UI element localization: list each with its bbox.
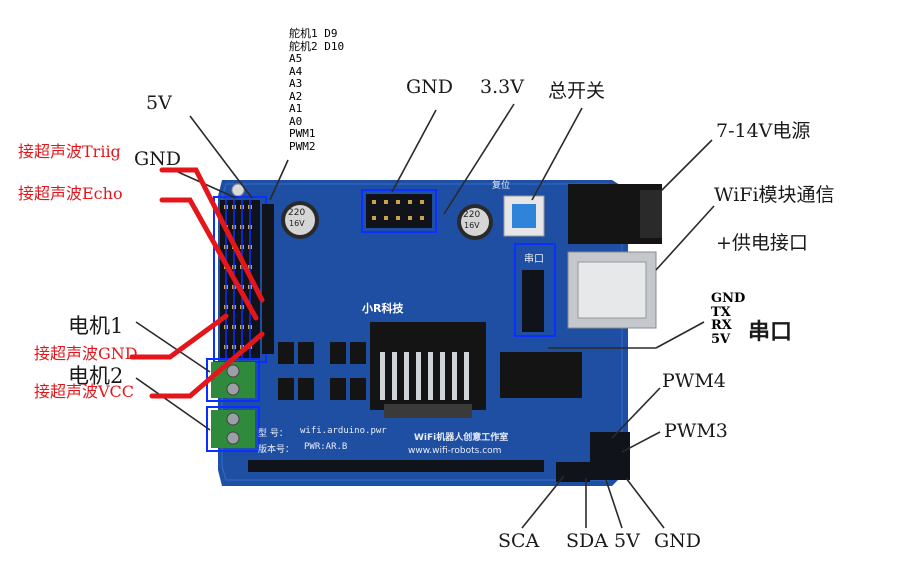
top-header bbox=[361, 189, 437, 233]
label-wifi-power: +供电接口 bbox=[716, 232, 808, 254]
logic-ic bbox=[500, 352, 582, 398]
board-url: www.wifi-robots.com bbox=[408, 446, 502, 456]
board-version-label: 版本号： bbox=[258, 445, 295, 455]
bottom-header-strip bbox=[248, 460, 544, 472]
board-model-value: wifi.arduino.pwr bbox=[300, 426, 387, 436]
driver-ic bbox=[370, 322, 486, 418]
board-studio: WiFi机器人创意工作室 bbox=[414, 433, 509, 443]
label-gnd-top: GND bbox=[406, 76, 454, 98]
capacitors bbox=[281, 201, 493, 240]
label-pwm1: PWM1 bbox=[289, 127, 316, 140]
board-brand: 小R科技 bbox=[362, 302, 404, 315]
label-ultrasonic-echo: 接超声波Echo bbox=[18, 184, 123, 203]
callout-lines bbox=[135, 103, 715, 529]
label-motor1: 电机1 bbox=[68, 314, 124, 338]
motor-terminals bbox=[206, 358, 260, 452]
board-version-value: PWR:AR.B bbox=[304, 442, 348, 452]
pin-list: 舵机1 D9 舵机2 D10 A5 A4 A3 A2 A1 A0 PWM1 PW… bbox=[289, 27, 345, 153]
reset-button-part bbox=[503, 195, 545, 237]
label-serial-tx: TX bbox=[711, 304, 731, 320]
label-ultrasonic-gnd: 接超声波GND bbox=[34, 344, 138, 363]
label-gnd-bottom: GND bbox=[654, 530, 702, 552]
label-pwm3: PWM3 bbox=[664, 420, 728, 442]
cap-value-right: 220 bbox=[463, 210, 481, 220]
label-wifi-comm: WiFi模块通信 bbox=[714, 184, 835, 206]
bottom-right-header bbox=[556, 432, 630, 482]
label-servo1: 舵机1 D9 bbox=[289, 27, 338, 40]
label-pwm2: PWM2 bbox=[289, 139, 316, 153]
label-a0: A0 bbox=[289, 114, 303, 128]
usb-connector bbox=[567, 251, 657, 329]
serial-header bbox=[514, 243, 556, 337]
label-serial-rx: RX bbox=[711, 318, 732, 333]
board-serial-silk: 串口 bbox=[524, 254, 544, 265]
label-a1: A1 bbox=[289, 102, 303, 115]
label-servo2: 舵机2 D10 bbox=[289, 39, 345, 53]
label-ultrasonic-trig: 接超声波Triig bbox=[18, 142, 121, 161]
label-serial-gnd: GND bbox=[711, 291, 746, 306]
label-serial-5v: 5V bbox=[711, 331, 731, 347]
label-a5: A5 bbox=[289, 52, 303, 65]
pwm-pin-row bbox=[262, 204, 274, 354]
label-5v-top: 5V bbox=[146, 92, 172, 114]
cap-voltage-left: 16V bbox=[289, 219, 305, 228]
label-serial-port: 串口 bbox=[748, 320, 793, 345]
label-sca: SCA bbox=[498, 530, 540, 552]
label-5v-bottom: 5V bbox=[614, 530, 640, 552]
ultrasonic-wires bbox=[129, 167, 265, 399]
cap-value-left: 220 bbox=[288, 208, 306, 218]
board-reset-silk: 复位 bbox=[492, 181, 511, 191]
label-ultrasonic-vcc: 接超声波VCC bbox=[34, 382, 135, 401]
board-model-label: 型 号： bbox=[258, 429, 288, 439]
cap-voltage-right: 16V bbox=[464, 221, 480, 230]
label-3v3: 3.3V bbox=[480, 76, 524, 98]
label-a2: A2 bbox=[289, 89, 303, 103]
label-motor2: 电机2 bbox=[68, 364, 124, 388]
label-a3: A3 bbox=[289, 77, 303, 90]
diodes bbox=[278, 342, 366, 400]
dc-jack bbox=[568, 184, 662, 244]
label-pwm4: PWM4 bbox=[662, 370, 726, 392]
serial-pin-labels: GND TX RX 5V bbox=[711, 292, 745, 346]
label-a4: A4 bbox=[289, 64, 303, 78]
label-gnd-top-left: GND bbox=[134, 148, 182, 170]
label-sda: SDA bbox=[566, 530, 608, 552]
label-power-input: 7-14V电源 bbox=[716, 120, 811, 142]
label-main-switch: 总开关 bbox=[548, 80, 606, 102]
